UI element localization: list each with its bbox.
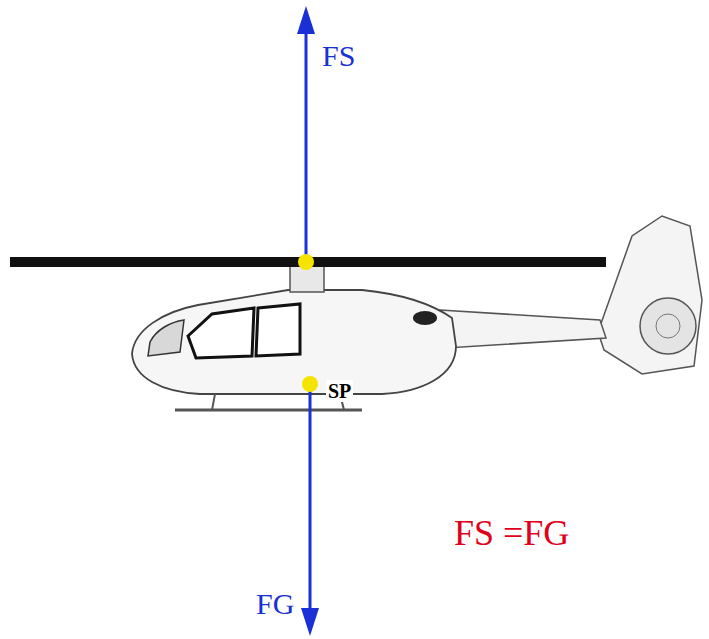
fenestron-hub	[656, 314, 680, 338]
lift-arrow	[305, 30, 308, 262]
point-label: SP	[326, 380, 353, 402]
nose-window	[148, 320, 184, 356]
cabin	[132, 290, 456, 394]
fenestron	[640, 298, 696, 354]
skid-strut	[212, 394, 215, 410]
force-label: FS	[320, 40, 357, 72]
window	[256, 304, 300, 356]
equation-label: FS =FG	[452, 514, 571, 552]
tail-fin	[598, 216, 702, 374]
tail-boom	[440, 310, 606, 348]
application-point	[298, 254, 314, 270]
weight-arrow	[309, 384, 312, 612]
center-of-gravity-dot	[302, 376, 318, 392]
window	[188, 308, 254, 358]
intake	[413, 311, 437, 325]
arrowhead	[301, 608, 319, 636]
force-label: FG	[254, 588, 296, 620]
skid	[175, 409, 362, 412]
arrowhead	[297, 6, 315, 34]
